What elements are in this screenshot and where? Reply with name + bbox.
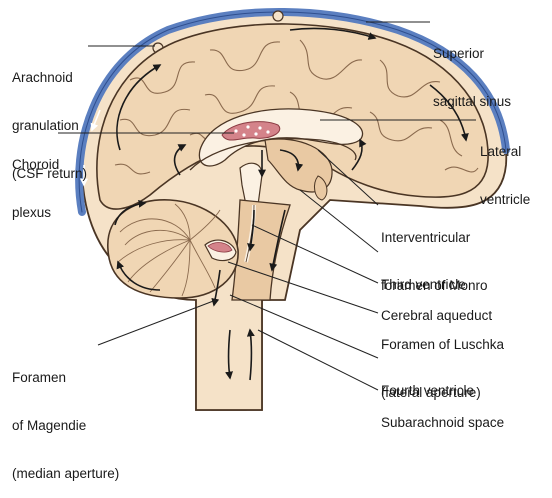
label-fourth-ventricle: Fourth ventricle <box>381 351 474 415</box>
label-line: foramen of Monro <box>381 278 488 293</box>
label-third-ventricle: Third ventricle <box>381 245 466 309</box>
leader-lines <box>58 21 476 391</box>
label-line: Fourth ventricle <box>381 383 475 398</box>
label-choroid-plexus: Choroid plexus <box>12 125 59 237</box>
brain-illustration <box>58 8 510 411</box>
label-line: (CSF return) <box>12 166 88 181</box>
label-line: Foramen <box>12 370 67 385</box>
label-line: ventricle <box>480 192 531 207</box>
label-superior-sagittal-sinus: Superior sagittal sinus <box>433 14 511 126</box>
label-interventricular-foramen: Interventricular foramen of Monro <box>381 198 488 310</box>
label-line: (median aperture) <box>12 466 120 481</box>
cerebellar-folia <box>117 203 221 297</box>
choroid-plexus-shape <box>221 121 281 141</box>
gyri <box>114 39 479 175</box>
corpus-callosum <box>189 138 357 171</box>
label-line: Lateral <box>480 144 522 159</box>
label-line: Cerebral aqueduct <box>381 308 493 323</box>
label-line: sagittal sinus <box>433 94 512 109</box>
label-line: plexus <box>12 205 52 220</box>
label-line: Arachnoid <box>12 70 73 85</box>
csf-diagram: Arachnoid granulation (CSF return) Super… <box>12 8 530 481</box>
brainstem <box>231 199 291 301</box>
label-line: granulation <box>12 118 79 133</box>
label-arachnoid-granulation: Arachnoid granulation (CSF return) <box>12 38 87 198</box>
csf-flow-arrows <box>114 27 469 381</box>
label-line: Interventricular <box>381 230 471 245</box>
label-line: Subarachnoid space <box>381 415 505 430</box>
label-line: Foramen of Luschka <box>381 337 505 352</box>
label-line: (lateral aperture) <box>381 385 481 400</box>
label-foramen-of-luschka: Foramen of Luschka (lateral aperture) <box>381 305 504 417</box>
label-cerebral-aqueduct: Cerebral aqueduct <box>381 276 492 340</box>
pituitary <box>314 175 328 201</box>
label-foramen-of-magendie: Foramen of Magendie (median aperture) <box>12 338 119 498</box>
label-line: of Magendie <box>12 418 87 433</box>
label-subarachnoid-space: Subarachnoid space <box>381 383 504 447</box>
lateral-ventricle-shape <box>198 108 363 167</box>
label-line: Third ventricle <box>381 277 466 292</box>
label-lateral-ventricle: Lateral ventricle <box>480 112 530 224</box>
label-line: Choroid <box>12 157 60 172</box>
label-line: Superior <box>433 46 485 61</box>
